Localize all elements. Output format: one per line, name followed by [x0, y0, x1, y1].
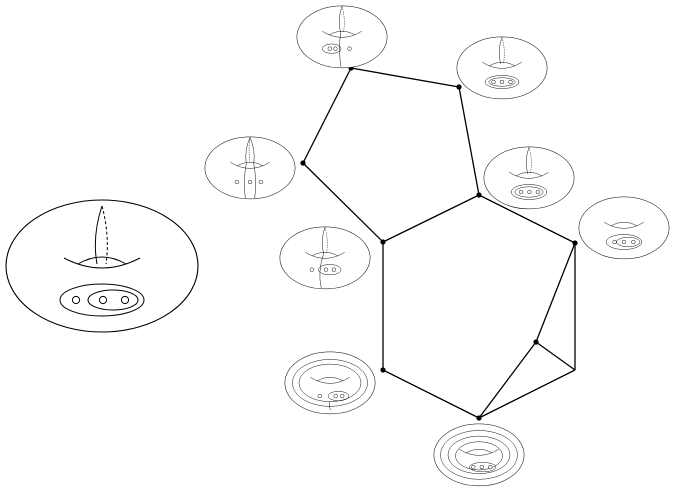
surface-thumbnail [204, 136, 296, 200]
graph-edges [302, 67, 576, 419]
surface-thumbnail [433, 423, 525, 487]
graph-edge [458, 86, 480, 196]
surface-thumbnail [284, 351, 376, 415]
graph-edge [382, 194, 480, 243]
graph-edge [302, 67, 352, 164]
graph-edge [478, 194, 576, 244]
graph-edge [382, 369, 480, 419]
surface-thumbnail [578, 196, 670, 260]
graph-vertex [476, 192, 482, 198]
graph-edge [535, 242, 576, 343]
graph-vertex [533, 339, 539, 345]
graph-vertex [456, 84, 462, 90]
graph-vertex [380, 239, 386, 245]
graph-vertex [572, 240, 578, 246]
surface-thumbnail [483, 146, 575, 210]
graph-vertex [380, 367, 386, 373]
graph-edge [302, 162, 384, 243]
graph-edge [350, 67, 460, 88]
surface-thumbnail [296, 5, 388, 69]
graph-vertex [476, 415, 482, 421]
surface-thumbnail [456, 36, 548, 100]
graph-edge [478, 369, 576, 419]
graph-edge [535, 341, 576, 371]
surface-thumbnail [279, 226, 371, 290]
graph-vertex [300, 160, 306, 166]
graph-edge [478, 341, 537, 419]
reference-surface [5, 199, 199, 333]
